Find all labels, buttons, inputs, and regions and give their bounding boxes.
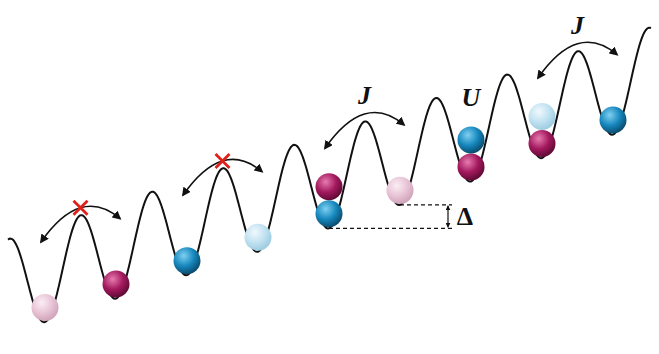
blocked-cross — [74, 201, 88, 215]
atom — [529, 130, 556, 157]
tunnelling-arrow — [183, 159, 262, 195]
dashed-level — [400, 204, 452, 205]
tunnelling-arrow — [325, 113, 404, 149]
tunnelling-arrow — [538, 42, 617, 78]
blocked-cross — [216, 154, 230, 168]
atom — [245, 224, 272, 251]
tunnelling-label: J — [571, 13, 584, 39]
atom — [174, 247, 201, 274]
atom — [316, 173, 343, 200]
tunnelling-arrow — [41, 206, 120, 242]
atom — [458, 126, 485, 153]
tunnelling-label: J — [358, 83, 371, 109]
atom — [458, 153, 485, 180]
atom — [103, 271, 130, 298]
interaction-label: U — [462, 85, 481, 111]
dashed-level — [329, 228, 452, 229]
lattice-potential — [8, 28, 651, 322]
atom — [600, 107, 627, 134]
atom — [32, 294, 59, 321]
offset-arrow — [447, 206, 448, 227]
atom — [316, 200, 343, 227]
atom — [529, 103, 556, 130]
tilt-label: Δ — [457, 204, 473, 230]
atom — [387, 177, 414, 204]
